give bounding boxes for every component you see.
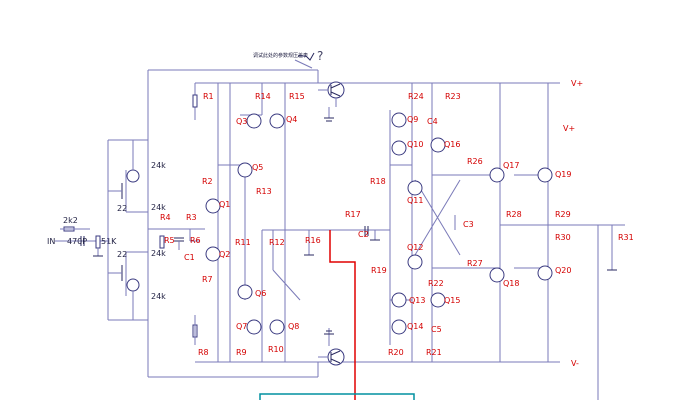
rail-label-vplus-top: V+ [571,79,583,88]
label-r5: R5 [164,236,175,245]
adjust-note: 调试此处的参数规压差表 [253,52,308,59]
bias-transistor-bottom [318,328,345,366]
label-r30: R30 [555,233,571,242]
label-q19: Q19 [555,170,571,179]
label-c4: C4 [427,117,438,126]
jfet-lower-label: 22 [117,250,127,259]
input-capacitor-label: 470P [67,237,87,246]
label-q10: Q10 [407,140,423,149]
input-section [55,226,108,257]
input-shunt-label: 51K [101,237,117,246]
label-r7: R7 [202,275,213,284]
label-r18: R18 [370,177,386,186]
label-q13: Q13 [409,296,425,305]
label-q12: Q12 [407,243,423,252]
diff-stage-wires [148,83,330,362]
label-r12: R12 [269,238,285,247]
label-r15: R15 [289,92,305,101]
label-r13: R13 [256,187,272,196]
label-r14: R14 [255,92,271,101]
label-r26: R26 [467,157,483,166]
label-q4: Q4 [286,115,297,124]
label-r22: R22 [428,279,444,288]
resistor-24k-1: 24k [151,161,166,170]
label-r9: R9 [236,348,247,357]
label-q2: Q2 [219,250,230,259]
label-r27: R27 [467,259,483,268]
transistors-diff [205,113,285,335]
label-r3: R3 [186,213,197,222]
transistors-vas [391,112,553,335]
label-c5: C5 [431,325,442,334]
label-r21: R21 [426,348,442,357]
label-r10: R10 [268,345,284,354]
resistor-24k-4: 24k [151,292,166,301]
label-r16: R16 [305,236,321,245]
label-r19: R19 [371,266,387,275]
label-q14: Q14 [407,322,423,331]
label-r4: R4 [160,213,171,222]
label-q5: Q5 [252,163,263,172]
rail-label-vplus-mid: V+ [563,124,575,133]
label-c3: C3 [463,220,474,229]
label-r11: R11 [235,238,251,247]
label-r31: R31 [618,233,634,242]
label-q17: Q17 [503,161,519,170]
highlight-red-trace [329,230,356,400]
label-q9: Q9 [407,115,418,124]
power-rails [147,69,560,378]
label-r20: R20 [388,348,404,357]
label-q3: Q3 [236,117,247,126]
label-c2: C2 [358,230,369,239]
rail-label-vminus: V- [571,359,579,368]
label-q15: Q15 [444,296,460,305]
resistor-24k-2: 24k [151,203,166,212]
label-q11: Q11 [407,196,423,205]
transistor-labels: Q1 Q2 Q3 Q4 Q5 Q6 Q7 Q8 Q9 Q10 Q11 Q12 Q… [219,115,571,331]
highlight-cyan-box [259,393,415,400]
left-rail-devices [126,140,140,320]
resistor-labels: R1 R2 R3 R4 R5 R6 R7 R8 R9 R10 R11 R12 R… [160,92,634,357]
bias-transistor-top [318,81,345,122]
label-q16: Q16 [444,140,460,149]
label-q6: Q6 [255,289,266,298]
input-label: IN [47,237,55,246]
vas-wires [330,83,625,400]
label-q8: Q8 [288,322,299,331]
label-r24: R24 [408,92,424,101]
label-q20: Q20 [555,266,571,275]
label-r6: R6 [190,236,201,245]
label-q18: Q18 [503,279,519,288]
label-r28: R28 [506,210,522,219]
capacitor-labels: C1 C2 C3 C4 C5 [184,117,474,334]
label-r8: R8 [198,348,209,357]
jfet-upper-label: 22 [117,204,127,213]
input-resistor-label: 2k2 [63,216,78,225]
label-r2: R2 [202,177,213,186]
label-q1: Q1 [219,200,230,209]
resistor-24k-3: 24k [151,249,166,258]
label-r17: R17 [345,210,361,219]
label-c1: C1 [184,253,195,262]
jfet-pair [107,139,148,321]
label-r23: R23 [445,92,461,101]
label-r29: R29 [555,210,571,219]
label-r1: R1 [203,92,214,101]
note-arrow [298,52,315,61]
question-mark: ? [317,49,323,63]
label-q7: Q7 [236,322,247,331]
